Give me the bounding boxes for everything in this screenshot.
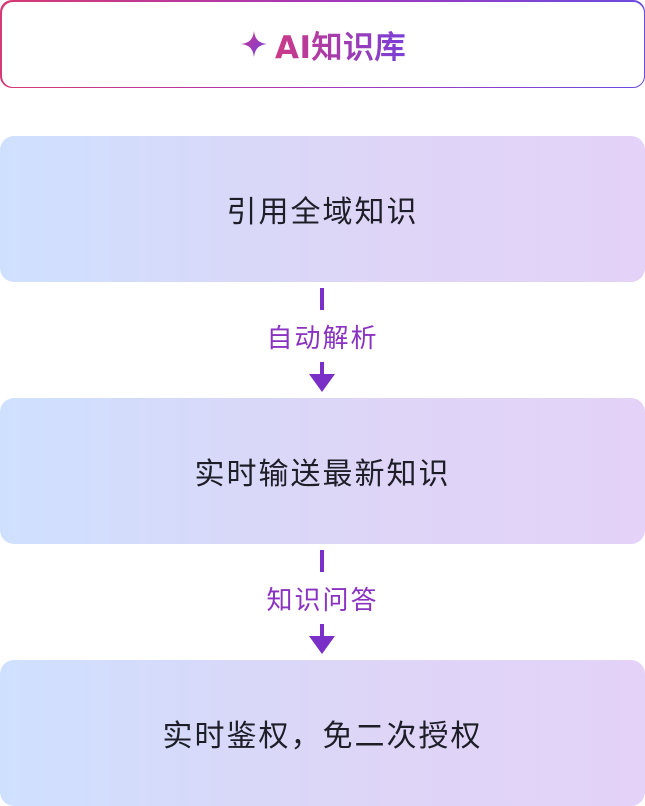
connector-line	[320, 288, 324, 310]
flow-connector-1: 自动解析	[0, 282, 645, 398]
flow-step-1: 引用全域知识	[0, 136, 645, 282]
connector-label: 知识问答	[266, 586, 379, 616]
header-inner: AI知识库	[1, 1, 644, 87]
header-banner: AI知识库	[0, 0, 645, 88]
sparkle-icon	[240, 31, 267, 57]
flow-connector-2: 知识问答	[0, 544, 645, 660]
arrow-stem	[320, 624, 324, 636]
flow-step-label: 实时鉴权，免二次授权	[162, 719, 483, 754]
header-title-group: AI知识库	[239, 22, 406, 67]
arrow-stem	[320, 362, 324, 374]
arrow-down-icon	[309, 374, 335, 392]
flow-step-3: 实时鉴权，免二次授权	[0, 660, 645, 806]
connector-label: 自动解析	[266, 324, 379, 354]
flow-step-label: 引用全域知识	[226, 195, 419, 230]
flow-step-label: 实时输送最新知识	[194, 457, 451, 492]
arrow-down-icon	[309, 636, 335, 654]
flow-step-2: 实时输送最新知识	[0, 398, 645, 544]
page-title: AI知识库	[275, 22, 406, 67]
connector-line	[320, 550, 324, 572]
